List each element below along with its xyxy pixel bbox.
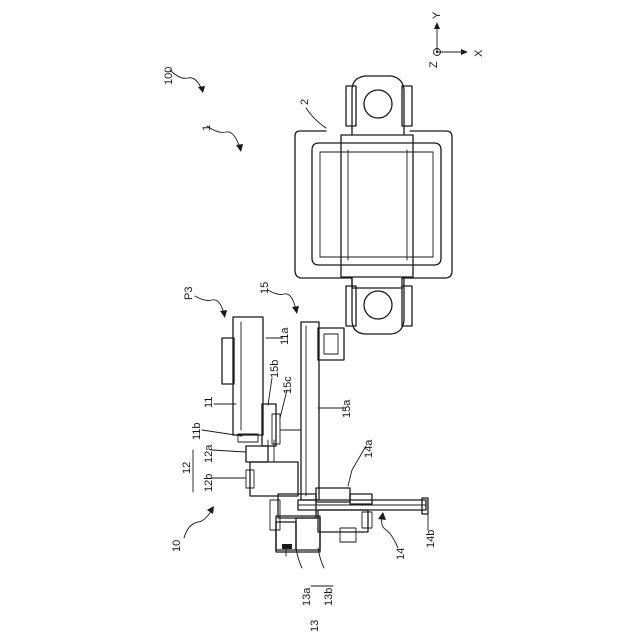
axis-label-x: X	[473, 49, 485, 57]
x-arrowhead	[461, 49, 468, 55]
leader-2	[306, 108, 326, 128]
label-13: 13	[309, 620, 321, 632]
device-2-bottom-mount	[352, 278, 404, 334]
leader-15	[268, 290, 296, 310]
block-11-body	[233, 317, 263, 435]
arm-14-lower-foot	[340, 528, 356, 542]
arrowhead-100	[198, 86, 205, 93]
device-2-top-tab-left	[346, 86, 356, 126]
device-2-top-mount	[352, 76, 404, 135]
device-2-inner-frame	[312, 143, 441, 265]
arm-14-lower-block	[318, 510, 368, 532]
joint-12a	[246, 446, 268, 462]
label-15c: 15c	[282, 376, 294, 394]
label-11: 11	[203, 397, 215, 408]
label-12a: 12a	[203, 444, 215, 463]
arm-14-end-cap	[362, 512, 372, 528]
motor-13b	[296, 518, 320, 550]
label-100: 100	[163, 67, 175, 85]
z-axis-dot	[436, 51, 438, 53]
y-arrowhead	[434, 22, 440, 29]
arm-14-joint	[350, 494, 372, 504]
leader-lines	[170, 70, 428, 568]
label-10: 10	[171, 540, 183, 552]
device-2-bottom-hole	[364, 291, 392, 319]
label-14: 14	[395, 548, 407, 560]
device-2-center-column	[341, 135, 413, 277]
leader-13a	[296, 548, 302, 568]
label-15a: 15a	[341, 399, 353, 418]
axis-label-y: Y	[431, 11, 443, 19]
reference-labels: 100 1 2 P3 15 11a 15b 15c 11 11b 12a 12 …	[163, 67, 437, 632]
device-2-top-hole	[364, 90, 392, 118]
leader-15b	[268, 378, 272, 405]
arm-14-base-block	[278, 494, 316, 518]
joint-12	[246, 440, 298, 496]
arrowhead-15	[292, 306, 299, 314]
leader-10	[184, 510, 212, 538]
axis-label-z: Z	[428, 61, 440, 68]
label-1: 1	[201, 125, 213, 131]
coordinate-axes: Y Z X	[428, 11, 485, 68]
label-14b: 14b	[425, 530, 437, 548]
label-14a: 14a	[363, 439, 375, 458]
label-11b: 11b	[191, 422, 203, 440]
label-12: 12	[181, 462, 193, 474]
joint-12b	[250, 462, 298, 496]
block-11	[222, 317, 263, 442]
label-11a: 11a	[279, 327, 291, 345]
rail-15-end-bracket-inner	[324, 334, 338, 354]
leader-P3	[195, 296, 224, 314]
arrowhead-14	[378, 512, 386, 520]
label-12b: 12b	[203, 474, 215, 492]
block-11-side-tab	[222, 338, 234, 384]
rail-15-end-bracket	[318, 328, 344, 360]
device-2-inner-body	[320, 152, 433, 257]
leader-13b	[318, 548, 324, 568]
rail-15	[262, 322, 344, 500]
leader-12a	[212, 450, 246, 452]
rail-15a	[301, 322, 319, 500]
label-13a: 13a	[301, 587, 313, 606]
leader-14	[382, 516, 399, 548]
motor-13-mark	[282, 544, 292, 549]
label-P3: P3	[183, 287, 195, 300]
arrowhead-1	[236, 144, 243, 152]
device-2	[295, 76, 452, 334]
device-2-bottom-tab-left	[346, 286, 356, 326]
label-15b: 15b	[269, 360, 281, 378]
label-2: 2	[299, 99, 311, 105]
label-15: 15	[259, 282, 271, 294]
arrowhead-P3	[220, 310, 227, 318]
label-13b: 13b	[323, 588, 335, 606]
